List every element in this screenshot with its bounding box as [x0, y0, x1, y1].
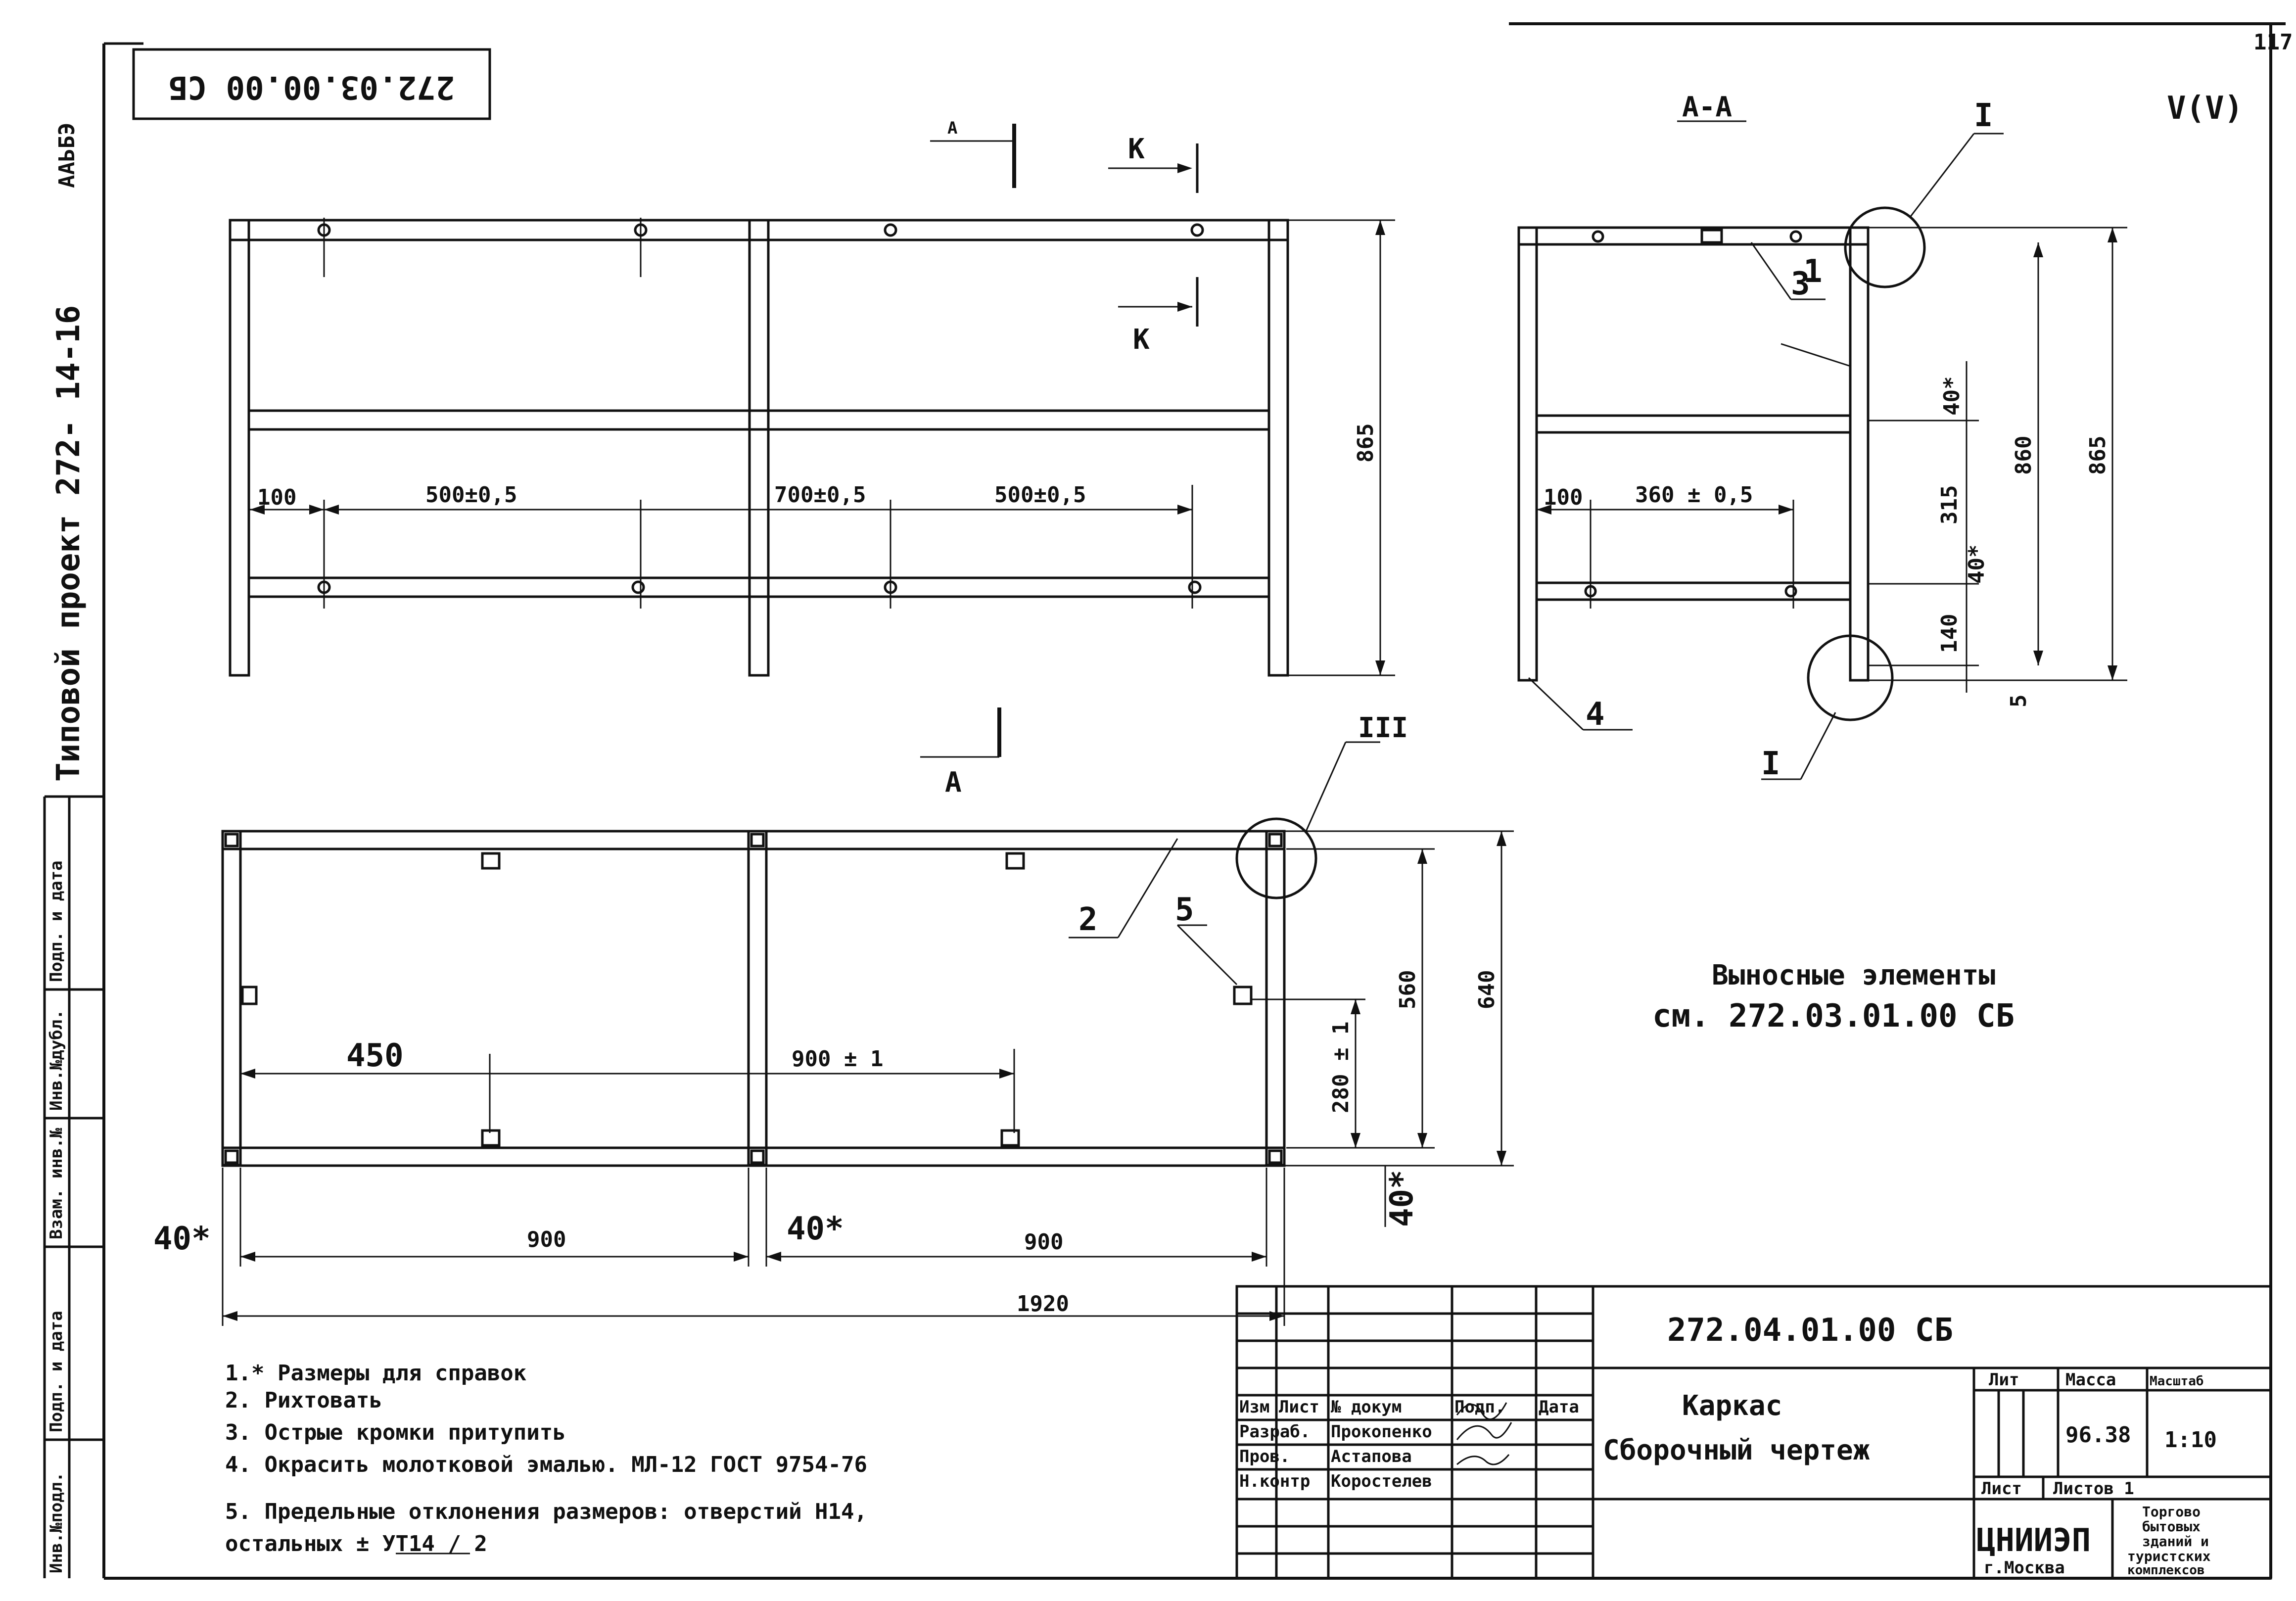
hdr-sheets: Листов 1	[2053, 1479, 2134, 1499]
doc-name-2: Сборочный чертеж	[1603, 1434, 1870, 1466]
dept-line-5: комплексов	[2127, 1563, 2205, 1578]
revision-mark: V(V)	[2167, 90, 2243, 127]
side-dim-40b: 40*	[1964, 545, 1989, 584]
title-block	[1235, 1285, 2272, 1580]
side-label-podp2: Подп. и дата	[47, 860, 66, 982]
org-name: ЦНИИЭП	[1976, 1522, 2091, 1559]
side-label-podp: Подп. и дата	[47, 1311, 66, 1432]
note-5-cont: остальных ± УТ14 / 2	[225, 1531, 487, 1556]
doc-code: 272.04.01.00 СБ	[1667, 1312, 1953, 1349]
hdr-lit: Лит	[1989, 1370, 2019, 1390]
section-k-bottom: К	[1133, 324, 1150, 356]
side-dim-5: 5	[2006, 695, 2031, 708]
doc-name-1: Каркас	[1682, 1390, 1782, 1422]
stamp-code: 272.03.00.00 СБ	[169, 69, 455, 105]
detail-label-1-bottom: I	[1761, 746, 1781, 782]
side-label-dubl: Инв.№дубл.	[47, 1009, 66, 1111]
side-dim-100: 100	[1544, 485, 1583, 510]
plan-dim-450: 450	[346, 1037, 404, 1074]
plan-dim-560: 560	[1395, 970, 1420, 1009]
side-dim-40a: 40*	[1939, 377, 1965, 416]
front-dim-700: 700±0,5	[774, 482, 866, 508]
project-title: Типовой проект 272- 14-16	[50, 305, 87, 782]
section-k-top: К	[1128, 133, 1145, 165]
section-a-top: А	[947, 118, 957, 138]
hdr-podp: Подп.	[1454, 1397, 1505, 1417]
callout-2: 2	[1078, 901, 1098, 938]
hdr-massa: Масса	[2065, 1370, 2116, 1390]
remote-elements-title: Выносные элементы	[1712, 959, 1995, 991]
remote-elements-ref: см. 272.03.01.00 СБ	[1652, 998, 2015, 1035]
name-nkontr: Коростелев	[1331, 1471, 1432, 1491]
side-dim-865: 865	[2085, 436, 2110, 475]
front-dim-500a: 500±0,5	[425, 482, 517, 508]
hdr-sheet: Лист	[1981, 1479, 2022, 1499]
album-code: ААЬБЭ	[54, 123, 80, 188]
hdr-doc: № докум	[1331, 1397, 1402, 1417]
plan-dim-640: 640	[1474, 970, 1499, 1009]
side-label-vzam: Взам. инв.№	[47, 1128, 66, 1239]
plan-view	[221, 707, 1514, 1326]
dept-line-3: зданий и	[2142, 1533, 2209, 1550]
role-razrab: Разраб.	[1239, 1422, 1310, 1442]
plan-dim-40b: 40*	[787, 1211, 844, 1247]
sheet-number: 117	[2253, 30, 2293, 55]
front-view	[229, 124, 1395, 677]
dept-line-4: туристских	[2127, 1548, 2211, 1564]
name-razrab: Прокопенко	[1331, 1422, 1432, 1442]
hdr-date: Дата	[1539, 1397, 1579, 1417]
role-prov: Пров.	[1239, 1447, 1290, 1466]
side-dim-140: 140	[1937, 614, 1962, 653]
hdr-list: Лист	[1279, 1397, 1319, 1417]
note-4: 4. Окрасить молотковой эмалью. МЛ-12 ГОС…	[225, 1452, 867, 1477]
plan-dim-900pm: 900 ± 1	[792, 1046, 883, 1072]
detail-label-3: III	[1358, 712, 1408, 744]
callout-1: 1	[1803, 253, 1823, 290]
dept-line-2: бытовых	[2142, 1518, 2201, 1535]
side-dim-315: 315	[1937, 485, 1962, 524]
plan-dim-900a: 900	[527, 1227, 566, 1252]
callout-5: 5	[1175, 892, 1194, 928]
scale-value: 1:10	[2164, 1427, 2217, 1453]
detail-label-1-top: I	[1974, 97, 1993, 134]
side-label-inv: Инв.№подл.	[47, 1472, 66, 1573]
hdr-izm: Изм	[1239, 1397, 1269, 1417]
callout-3: 3	[1791, 266, 1810, 302]
note-3: 3. Острые кромки притупить	[225, 1420, 566, 1445]
plan-dim-1920: 1920	[1017, 1291, 1069, 1317]
plan-dim-900b: 900	[1024, 1229, 1063, 1255]
section-aa-title: А-А	[1682, 91, 1732, 123]
role-nkontr: Н.контр	[1239, 1471, 1310, 1491]
side-view	[1517, 120, 2127, 780]
note-5: 5. Предельные отклонения размеров: отвер…	[225, 1499, 867, 1524]
plan-dim-40v: 40*	[1384, 1170, 1420, 1227]
hdr-masshtab: Масштаб	[2150, 1374, 2204, 1389]
side-dim-360: 360 ± 0,5	[1635, 482, 1753, 508]
front-dim-100: 100	[257, 485, 296, 510]
note-2: 2. Рихтовать	[225, 1388, 382, 1413]
org-city: г.Москва	[1984, 1558, 2065, 1578]
name-prov: Астапова	[1331, 1447, 1412, 1466]
dept-line-1: Торгово	[2142, 1504, 2201, 1520]
section-a-bottom: А	[945, 766, 962, 799]
front-dim-865: 865	[1353, 424, 1378, 463]
plan-dim-280: 280 ± 1	[1328, 1022, 1354, 1113]
note-1: 1.* Размеры для справок	[225, 1361, 526, 1386]
mass-value: 96.38	[2065, 1422, 2131, 1448]
plan-dim-40a: 40*	[153, 1221, 211, 1257]
side-dim-860: 860	[2011, 436, 2036, 475]
callout-4: 4	[1586, 696, 1605, 733]
front-dim-500b: 500±0,5	[994, 482, 1086, 508]
